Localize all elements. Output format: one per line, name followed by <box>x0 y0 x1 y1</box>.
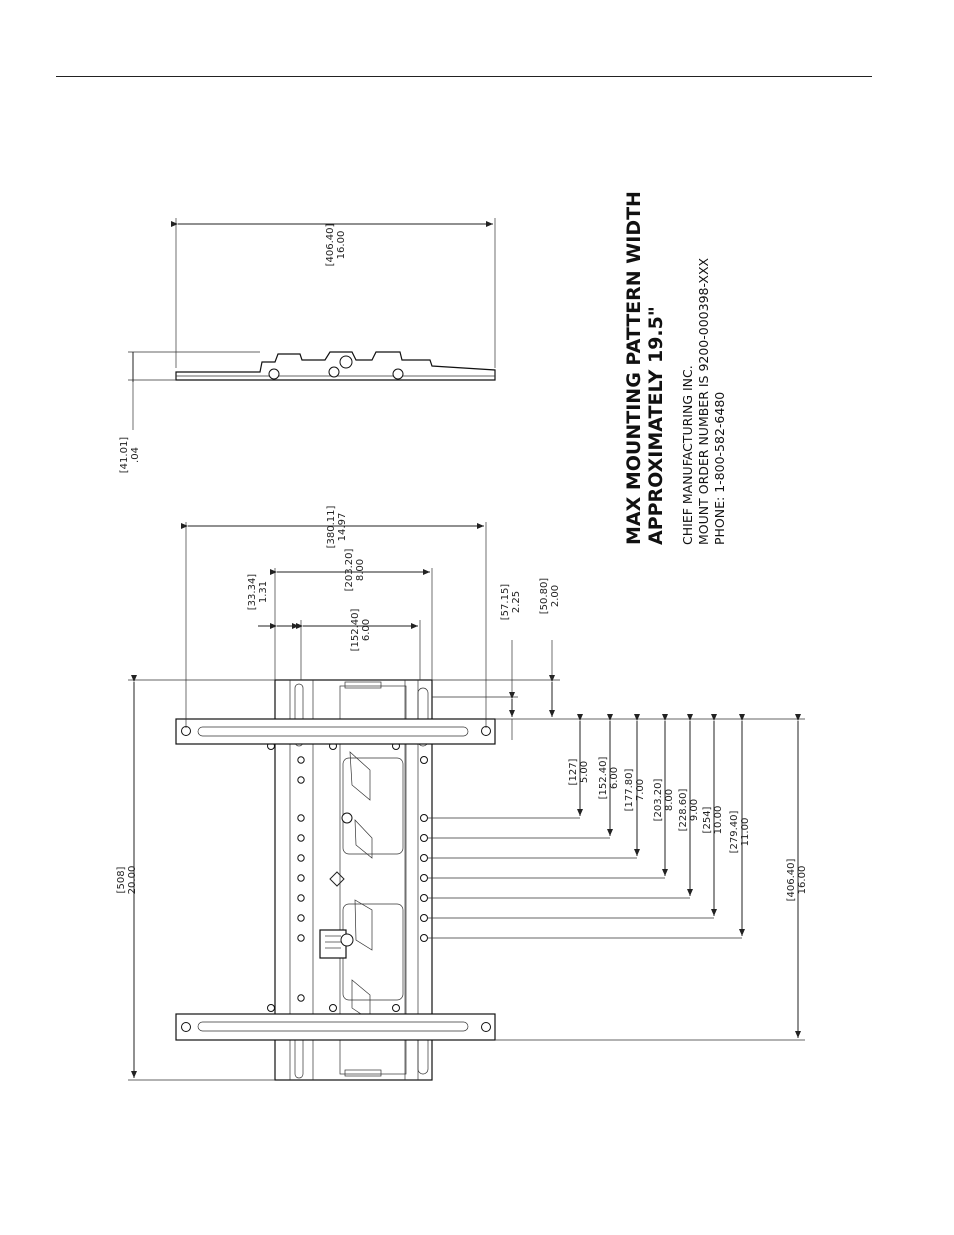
heading-line-2: APPROXIMATELY 19.5" <box>645 306 667 545</box>
svg-text:[254]: [254] <box>702 806 713 833</box>
svg-text:[380.11]: [380.11] <box>326 506 337 549</box>
svg-text:7.00: 7.00 <box>635 779 646 801</box>
knob <box>340 933 354 947</box>
dim-depth: [41.01] .04 <box>119 437 141 474</box>
svg-text:6.00: 6.00 <box>361 619 372 641</box>
svg-text:[152.40]: [152.40] <box>598 757 609 800</box>
dim-v228: [228.60] 9.00 <box>678 789 700 832</box>
dim-152-horizontal: [152.40] 6.00 <box>350 609 372 652</box>
dim-v152: [152.40] 6.00 <box>598 757 620 800</box>
dim-total: [508] 20.00 <box>116 866 138 895</box>
side-view <box>128 218 496 430</box>
svg-text:[406.40]: [406.40] <box>325 224 336 267</box>
dim-50: [50.80] 2.00 <box>539 578 561 615</box>
diamond-mark <box>329 871 345 887</box>
svg-text:[41.01]: [41.01] <box>119 437 130 474</box>
svg-text:[57.15]: [57.15] <box>500 584 511 621</box>
svg-text:[33.34]: [33.34] <box>247 574 258 611</box>
notes-block: MAX MOUNTING PATTERN WIDTH APPROXIMATELY… <box>623 191 727 545</box>
svg-text:[203.20]: [203.20] <box>653 779 664 822</box>
knob <box>341 812 353 824</box>
svg-text:[279.40]: [279.40] <box>729 811 740 854</box>
svg-text:.04: .04 <box>130 447 141 463</box>
dim-v203: [203.20] 8.00 <box>653 779 675 822</box>
side-rail <box>175 351 496 381</box>
svg-text:6.00: 6.00 <box>609 767 620 789</box>
svg-text:[406.40]: [406.40] <box>786 859 797 902</box>
order-number: MOUNT ORDER NUMBER IS 9200-000398-XXX <box>696 257 711 545</box>
company-name: CHIEF MANUFACTURING INC. <box>680 365 695 545</box>
svg-text:[50.80]: [50.80] <box>539 578 550 615</box>
svg-text:5.00: 5.00 <box>579 761 590 783</box>
heading-line-1: MAX MOUNTING PATTERN WIDTH <box>623 191 645 545</box>
dim-v254: [254] 10.00 <box>702 806 724 835</box>
dim-57: [57.15] 2.25 <box>500 584 522 621</box>
svg-text:2.00: 2.00 <box>550 585 561 607</box>
front-view <box>128 522 805 1081</box>
dim-203-horizontal: [203.20] 8.00 <box>344 549 366 592</box>
arm-top <box>175 718 496 745</box>
arm-bottom <box>175 1013 496 1041</box>
svg-text:8.00: 8.00 <box>664 789 675 811</box>
dim-outer: [380.11] 14.97 <box>326 506 348 549</box>
svg-text:2.25: 2.25 <box>511 591 522 613</box>
dim-33: [33.34] 1.31 <box>247 574 269 611</box>
svg-text:[203.20]: [203.20] <box>344 549 355 592</box>
svg-text:[228.60]: [228.60] <box>678 789 689 832</box>
side-bolt <box>328 366 340 378</box>
plate-holes-left <box>297 756 305 1002</box>
svg-text:11.00: 11.00 <box>740 818 751 847</box>
svg-text:8.00: 8.00 <box>355 559 366 581</box>
svg-text:[177.80]: [177.80] <box>624 769 635 812</box>
svg-text:9.00: 9.00 <box>689 799 700 821</box>
plate-holes-right <box>420 756 428 942</box>
dim-v177: [177.80] 7.00 <box>624 769 646 812</box>
svg-text:16.00: 16.00 <box>797 866 808 895</box>
svg-text:16.00: 16.00 <box>336 231 347 260</box>
dim-top-width: [406.40] 16.00 <box>325 224 347 267</box>
phone-number: PHONE: 1-800-582-6480 <box>712 392 727 545</box>
svg-text:[508]: [508] <box>116 866 127 893</box>
side-bolt <box>339 355 353 369</box>
dim-v406: [406.40] 16.00 <box>786 859 808 902</box>
side-bolt <box>392 368 404 380</box>
svg-text:[152.40]: [152.40] <box>350 609 361 652</box>
dim-v279: [279.40] 11.00 <box>729 811 751 854</box>
svg-text:1.31: 1.31 <box>258 581 269 603</box>
svg-text:14.97: 14.97 <box>337 513 348 542</box>
product-label <box>319 929 347 959</box>
page-header-rule <box>56 76 872 77</box>
dim-v127: [127] 5.00 <box>568 758 590 785</box>
svg-text:[127]: [127] <box>568 758 579 785</box>
svg-text:20.00: 20.00 <box>127 866 138 895</box>
side-bolt <box>268 368 280 380</box>
svg-text:10.00: 10.00 <box>713 806 724 835</box>
